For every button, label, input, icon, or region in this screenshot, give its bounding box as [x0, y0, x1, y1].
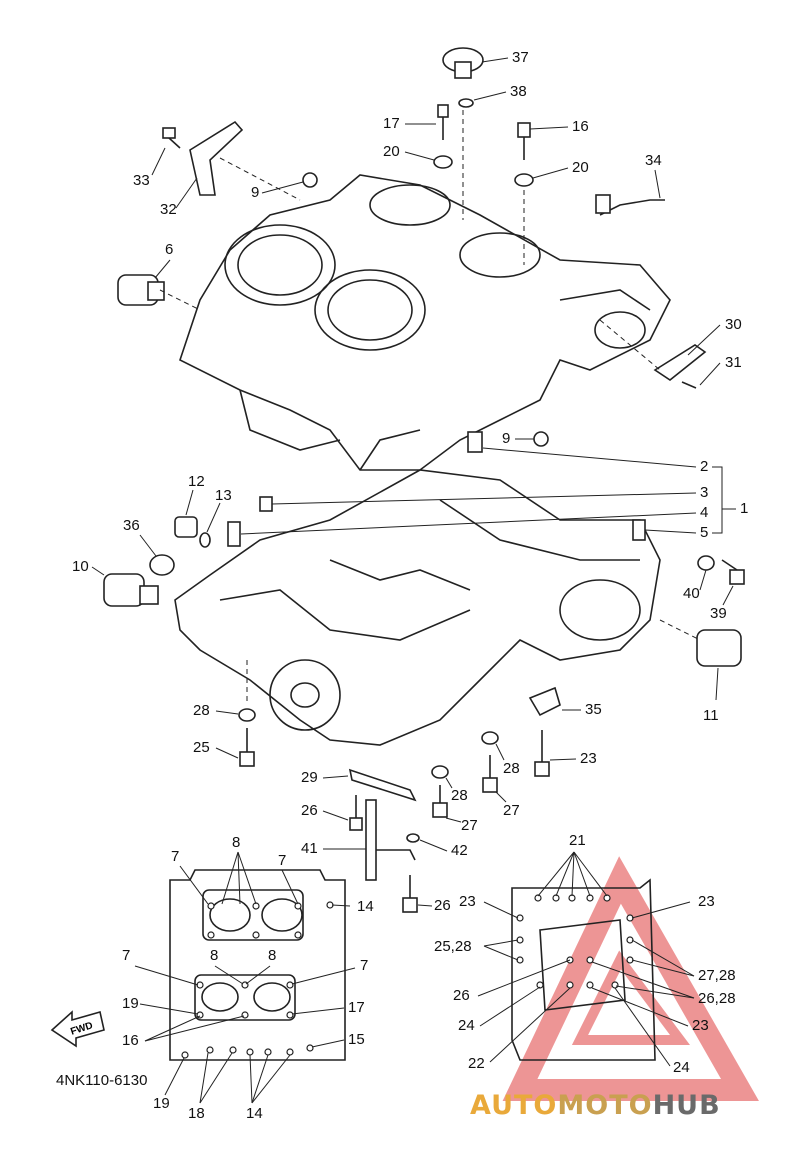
part-label-p23c: 23	[698, 893, 715, 910]
part-label-p8a: 8	[232, 834, 240, 851]
part-label-p19b: 19	[153, 1095, 170, 1112]
part-label-p1: 1	[740, 500, 748, 517]
diagram-code: 4NK110-6130	[56, 1072, 148, 1089]
part-label-p17a: 17	[383, 115, 400, 132]
part-label-p28a: 28	[193, 702, 210, 719]
part-label-p2628: 26,28	[698, 990, 736, 1007]
upper-crankcase	[179, 174, 671, 471]
part-label-p12: 12	[188, 473, 205, 490]
part-label-p34: 34	[645, 152, 662, 169]
part-label-p11: 11	[703, 707, 719, 724]
leader-lines	[91, 57, 736, 907]
part-label-p40: 40	[683, 585, 700, 602]
part-label-p19a: 19	[122, 995, 139, 1012]
part-label-p5: 5	[700, 524, 708, 541]
part-label-p17b: 17	[348, 999, 365, 1016]
part-label-p23a: 23	[580, 750, 597, 767]
part-label-p27b: 27	[461, 817, 478, 834]
part-label-p26b: 26	[434, 897, 451, 914]
part-label-p7a: 7	[171, 848, 179, 865]
watermark-part1: AUTO	[470, 1090, 558, 1121]
part-label-p31: 31	[725, 354, 742, 371]
part-label-p28c: 28	[451, 787, 468, 804]
watermark-part3: HUB	[652, 1090, 721, 1121]
part-label-p16a: 16	[572, 118, 589, 135]
watermark-part2: MOTO	[557, 1090, 653, 1121]
part-label-p2528: 25,28	[434, 938, 472, 955]
part-label-p15: 15	[348, 1031, 365, 1048]
part-label-p9a: 9	[251, 184, 259, 201]
part-label-p30: 30	[725, 316, 742, 333]
part-label-p13: 13	[215, 487, 232, 504]
part-label-p14a: 14	[357, 898, 374, 915]
part-label-p2728: 27,28	[698, 967, 736, 984]
part-label-p24a: 24	[458, 1017, 475, 1034]
part-label-p23b: 23	[459, 893, 476, 910]
part-label-p38: 38	[510, 83, 527, 100]
part-label-p24b: 24	[673, 1059, 690, 1076]
part-label-p36: 36	[123, 517, 140, 534]
part-label-p33: 33	[133, 172, 150, 189]
lower-crankcase	[174, 469, 661, 746]
part-label-p18: 18	[188, 1105, 205, 1122]
part-label-p7c: 7	[122, 947, 130, 964]
part-label-p23d: 23	[692, 1017, 709, 1034]
small-parts	[103, 47, 745, 913]
part-label-p29: 29	[301, 769, 318, 786]
part-label-p2: 2	[700, 458, 708, 475]
part-label-p41: 41	[301, 840, 318, 857]
part-label-p4: 4	[700, 504, 708, 521]
watermark-triangle-logo	[502, 856, 759, 1101]
part-label-p26c: 26	[453, 987, 470, 1004]
forward-arrow-icon	[50, 1010, 105, 1048]
part-label-p25: 25	[193, 739, 210, 756]
part-label-p28b: 28	[503, 760, 520, 777]
part-label-p14b: 14	[246, 1105, 263, 1122]
part-label-p9b: 9	[502, 430, 510, 447]
part-label-p3: 3	[700, 484, 708, 501]
part-label-p32: 32	[160, 201, 177, 218]
watermark-logo: AUTOMOTOHUB	[470, 1090, 721, 1121]
bolt-pattern-lower	[477, 851, 695, 1067]
part-label-p21: 21	[569, 832, 586, 849]
part-label-p22: 22	[468, 1055, 485, 1072]
part-label-p20b: 20	[572, 159, 589, 176]
part-label-p42: 42	[451, 842, 468, 859]
part-label-p26a: 26	[301, 802, 318, 819]
part-label-p8b: 8	[210, 947, 218, 964]
part-label-p35: 35	[585, 701, 602, 718]
part-label-p37: 37	[512, 49, 529, 66]
part-label-p7d: 7	[360, 957, 368, 974]
part-label-p27a: 27	[503, 802, 520, 819]
bolt-pattern-upper	[134, 851, 356, 1104]
part-label-p10: 10	[72, 558, 89, 575]
part-label-p7b: 7	[278, 852, 286, 869]
part-label-p8c: 8	[268, 947, 276, 964]
part-label-p16b: 16	[122, 1032, 139, 1049]
part-label-p6: 6	[165, 241, 173, 258]
part-label-p20a: 20	[383, 143, 400, 160]
part-label-p39: 39	[710, 605, 727, 622]
